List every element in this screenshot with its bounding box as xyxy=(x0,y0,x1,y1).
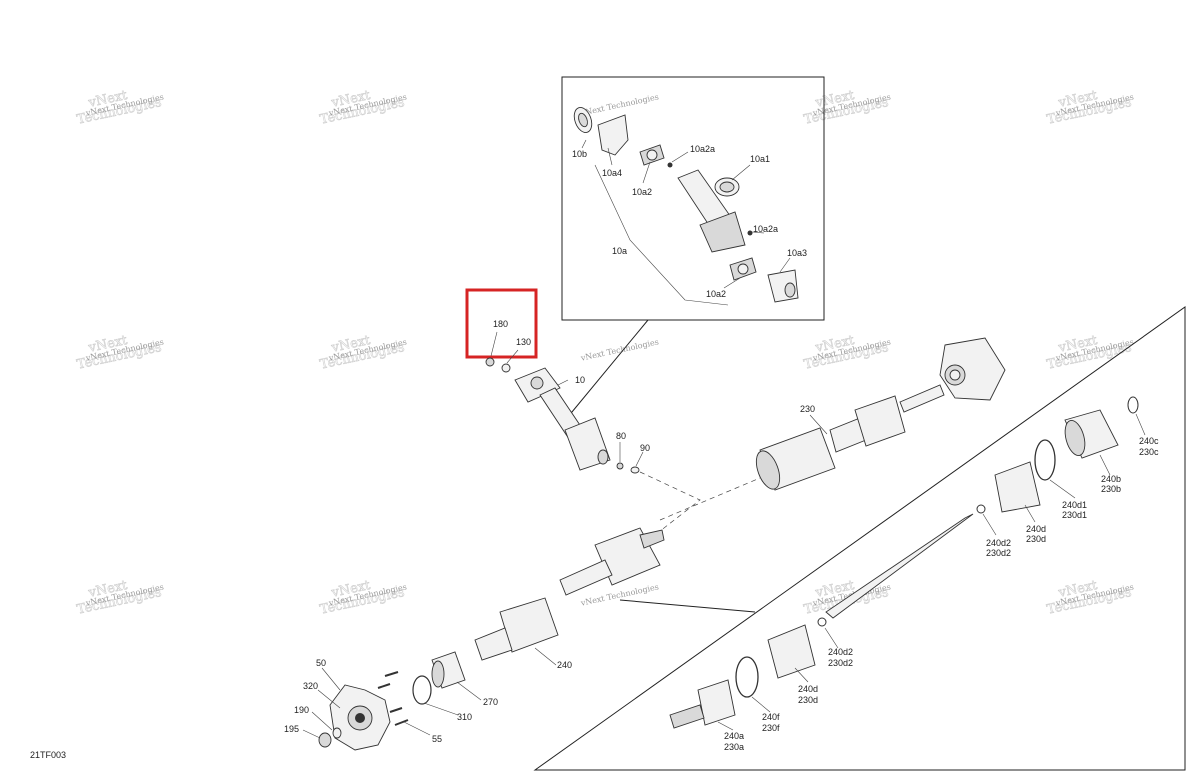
inset-label-10a2a: 10a2a xyxy=(690,144,715,154)
inset-label-10a1: 10a1 xyxy=(750,154,770,164)
detail-label-240b: 240b xyxy=(1101,474,1121,484)
detail-label-230a: 230a xyxy=(724,742,744,752)
detail-label-240a: 240a xyxy=(724,731,744,741)
inset-connector-line xyxy=(566,319,649,419)
inset-leaders xyxy=(581,139,791,306)
svg-text:vNext Technologies: vNext Technologies xyxy=(579,337,660,363)
watermark: vNext Technologies xyxy=(579,582,660,608)
detail-label-230d: 230d xyxy=(1026,534,1046,544)
main-label-190: 190 xyxy=(294,705,309,715)
detail-triangle xyxy=(533,306,1186,771)
detail-connector-line xyxy=(619,599,756,613)
inset-label-10a4: 10a4 xyxy=(602,168,622,178)
main-label-195: 195 xyxy=(284,724,299,734)
main-label-130: 130 xyxy=(516,337,531,347)
svg-text:vNext Technologies: vNext Technologies xyxy=(579,582,660,608)
inset-label-10a2: 10a2 xyxy=(632,187,652,197)
main-label-90: 90 xyxy=(640,443,650,453)
inset-label-10b: 10b xyxy=(572,149,587,159)
detail-leaders xyxy=(717,413,1146,731)
detail-label-230b: 230b xyxy=(1101,484,1121,494)
detail-label-230d: 230d xyxy=(798,695,818,705)
detail-label-230d2: 230d2 xyxy=(828,658,853,668)
detail-label-240d1: 240d1 xyxy=(1062,500,1087,510)
inset-label-10a: 10a xyxy=(612,246,627,256)
main-label-230: 230 xyxy=(800,404,815,414)
detail-label-230d2: 230d2 xyxy=(986,548,1011,558)
detail-label-240f: 240f xyxy=(762,712,780,722)
inset-parts xyxy=(573,107,799,303)
detail-label-230d1: 230d1 xyxy=(1062,510,1087,520)
watermark: vNext Technologies xyxy=(579,337,660,363)
main-label-10: 10 xyxy=(575,375,585,385)
detail-label-240d2: 240d2 xyxy=(986,538,1011,548)
detail-label-240d2: 240d2 xyxy=(828,647,853,657)
main-label-320: 320 xyxy=(303,681,318,691)
svg-text:vNext Technologies: vNext Technologies xyxy=(579,92,660,118)
part-labels: 10b 10a4 10a2a 10a1 10a2 10a 10a2a 10a3 10a2 180 1… xyxy=(284,144,1159,752)
inset-label-10a2: 10a2 xyxy=(706,289,726,299)
main-parts xyxy=(318,337,1006,751)
inset-label-10a2a: 10a2a xyxy=(753,224,778,234)
detail-label-230c: 230c xyxy=(1139,447,1159,457)
main-label-240: 240 xyxy=(557,660,572,670)
main-label-180: 180 xyxy=(493,319,508,329)
main-label-310: 310 xyxy=(457,712,472,722)
main-label-80: 80 xyxy=(616,431,626,441)
detail-label-240c: 240c xyxy=(1139,436,1159,446)
main-label-50: 50 xyxy=(316,658,326,668)
detail-label-230f: 230f xyxy=(762,723,780,733)
detail-label-240d: 240d xyxy=(1026,524,1046,534)
highlight-box xyxy=(465,288,538,359)
inset-box xyxy=(561,76,825,321)
diagram-code: 21TF003 xyxy=(30,750,67,760)
detail-label-240d: 240d xyxy=(798,684,818,694)
main-leaders xyxy=(302,331,828,739)
watermark: vNext Technologies xyxy=(579,92,660,118)
main-label-55: 55 xyxy=(432,734,442,744)
detail-parts xyxy=(669,396,1139,729)
main-label-270: 270 xyxy=(483,697,498,707)
inset-label-10a3: 10a3 xyxy=(787,248,807,258)
